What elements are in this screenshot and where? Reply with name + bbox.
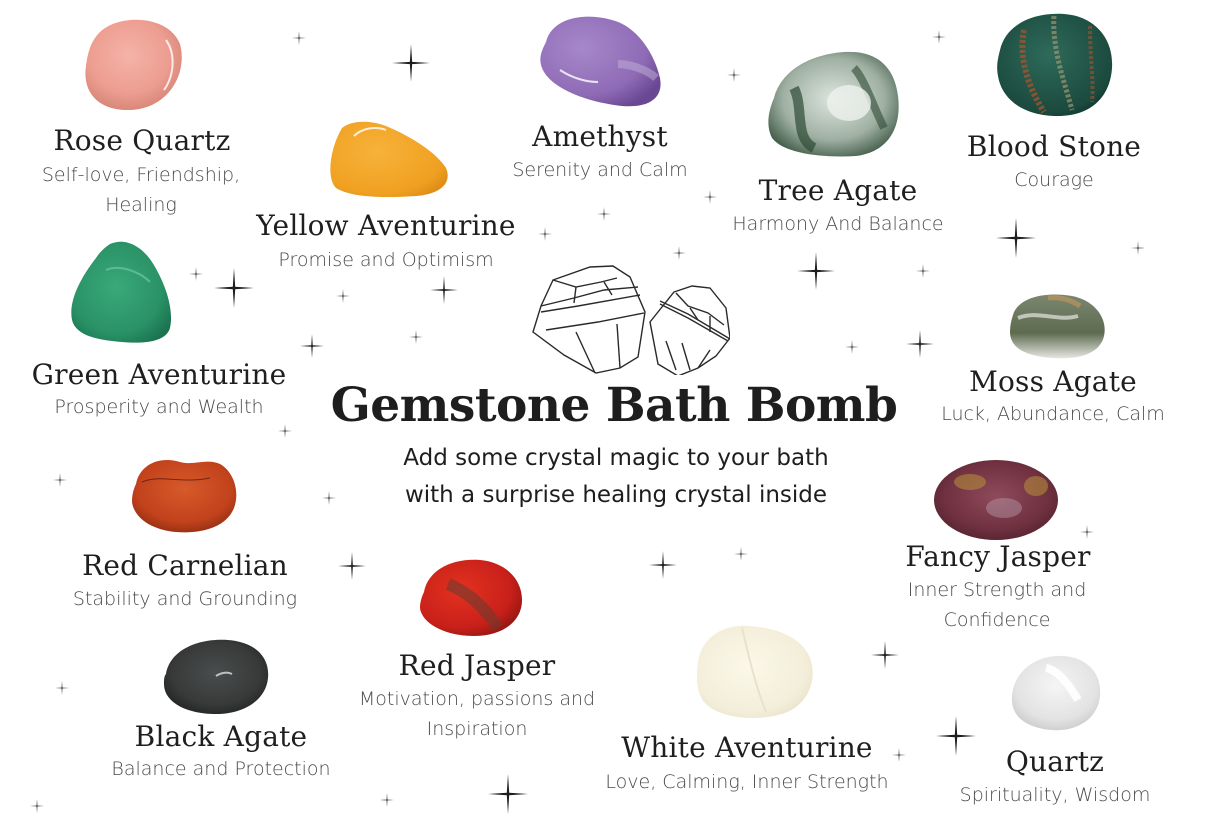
sparkle-icon [214, 268, 254, 308]
green-aventurine-stone-image [71, 241, 172, 343]
sparkle-icon [409, 330, 423, 344]
subtitle-line-2: with a surprise healing crystal inside [404, 482, 828, 508]
sparkle-icon [597, 207, 611, 221]
blood-stone-stone-image [997, 13, 1113, 116]
gemstone-desc-quartz: Spirituality, Wisdom [959, 784, 1151, 806]
red-carnelian-stone-image [132, 460, 237, 533]
amethyst-stone-image [540, 16, 661, 107]
sparkle-icon [672, 246, 686, 260]
page-title: Gemstone Bath Bomb [330, 378, 898, 433]
gemstone-desc-blood-stone: Courage [1014, 169, 1094, 191]
sparkle-icon [649, 551, 677, 579]
sparkle-icon [727, 68, 741, 82]
sparkle-icon [703, 190, 717, 204]
fancy-jasper-stone-image [934, 460, 1058, 540]
gemstone-desc-white-aventurine: Love, Calming, Inner Strength [605, 771, 889, 793]
quartz-stone-image [1011, 655, 1101, 731]
sparkle-icon [53, 473, 67, 487]
gemstone-name-tree-agate: Tree Agate [758, 174, 918, 207]
yellow-aventurine-stone-image [330, 121, 448, 198]
gemstone-name-rose-quartz: Rose Quartz [53, 124, 231, 157]
sparkle-icon [892, 748, 906, 762]
moss-agate-stone-image [1010, 294, 1105, 359]
gemstone-desc-black-agate: Balance and Protection [111, 758, 331, 780]
gemstone-desc-fancy-jasper: Inner Strength and Confidence [907, 579, 1087, 631]
page-subtitle: Add some crystal magic to your bath with… [403, 440, 828, 514]
bath-bomb-gem-outline-icon [532, 265, 730, 375]
black-agate-stone-image [164, 639, 269, 714]
gemstone-name-red-carnelian: Red Carnelian [82, 549, 288, 582]
sparkle-icon [380, 793, 394, 807]
tree-agate-stone-image [768, 51, 899, 157]
gemstone-name-yellow-aventurine: Yellow Aventurine [256, 209, 516, 242]
gemstone-desc-red-jasper: Motivation, passions and Inspiration [358, 688, 596, 740]
sparkle-icon [538, 227, 552, 241]
sparkle-icon [871, 641, 899, 669]
gemstone-name-amethyst: Amethyst [532, 120, 668, 153]
sparkle-icon [278, 424, 292, 438]
gemstone-desc-green-aventurine: Prosperity and Wealth [54, 396, 264, 418]
sparkle-icon [322, 491, 336, 505]
gemstone-name-white-aventurine: White Aventurine [621, 731, 873, 764]
gemstone-name-green-aventurine: Green Aventurine [31, 358, 287, 391]
sparkle-icon [392, 44, 430, 82]
sparkle-icon [292, 31, 306, 45]
sparkle-icon [797, 252, 835, 290]
gemstone-name-red-jasper: Red Jasper [398, 649, 556, 682]
gemstone-name-fancy-jasper: Fancy Jasper [905, 540, 1091, 573]
gemstone-name-quartz: Quartz [1005, 745, 1105, 778]
sparkle-icon [30, 799, 44, 813]
red-jasper-stone-image [420, 559, 522, 636]
sparkle-icon [734, 547, 748, 561]
sparkle-icon [1080, 525, 1094, 539]
gemstone-desc-rose-quartz: Self-love, Friendship, Healing [41, 164, 241, 216]
sparkle-icon [338, 552, 366, 580]
sparkle-icon [996, 218, 1036, 258]
sparkle-icon [430, 276, 458, 304]
sparkle-icon [488, 774, 528, 814]
sparkle-icon [916, 264, 930, 278]
sparkle-icon [936, 716, 976, 756]
sparkle-icon [906, 324, 934, 364]
gemstone-desc-yellow-aventurine: Promise and Optimism [278, 249, 494, 271]
gemstone-name-blood-stone: Blood Stone [966, 130, 1142, 163]
subtitle-line-1: Add some crystal magic to your bath [403, 445, 829, 471]
white-aventurine-stone-image [696, 625, 813, 718]
gemstone-name-moss-agate: Moss Agate [969, 365, 1137, 398]
gemstone-name-black-agate: Black Agate [134, 720, 308, 753]
gemstone-desc-red-carnelian: Stability and Grounding [72, 588, 298, 610]
sparkle-icon [300, 326, 324, 366]
sparkle-icon [336, 289, 350, 303]
gemstone-desc-moss-agate: Luck, Abundance, Calm [941, 403, 1165, 425]
sparkle-icon [845, 340, 859, 354]
rose-quartz-stone-image [85, 19, 182, 111]
sparkle-icon [1131, 241, 1145, 255]
sparkle-icon [932, 30, 946, 44]
sparkle-icon [55, 681, 69, 695]
sparkle-icon [189, 267, 203, 281]
gemstone-desc-amethyst: Serenity and Calm [512, 159, 688, 181]
gemstone-desc-tree-agate: Harmony And Balance [732, 213, 944, 235]
